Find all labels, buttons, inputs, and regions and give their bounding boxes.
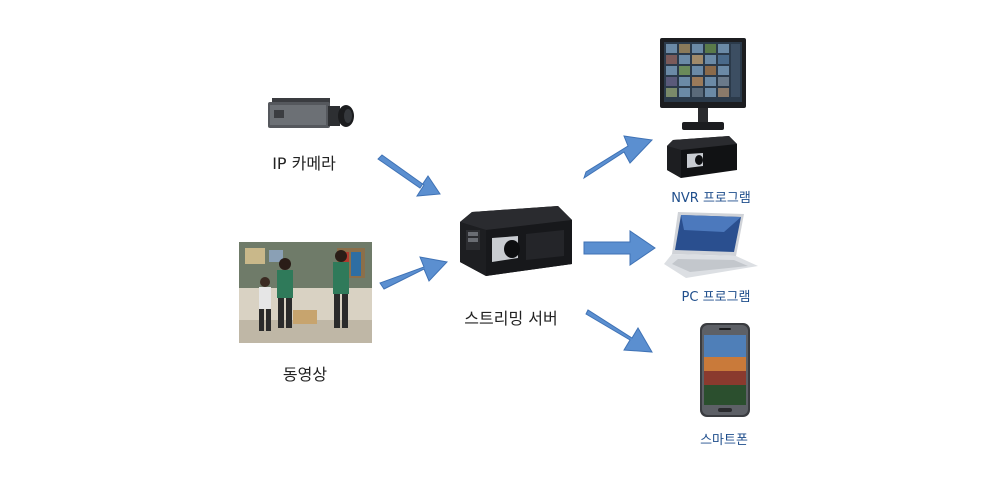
arrow-server-to-pc: [583, 230, 656, 266]
ip-camera-label: IP 카메라: [272, 154, 336, 173]
smartphone-label: 스마트폰: [700, 433, 748, 448]
streaming-server-image: [460, 206, 572, 276]
arrow-video-to-server: [379, 256, 448, 290]
ip-camera-image: [268, 98, 354, 128]
arrow-camera-to-server: [377, 154, 441, 197]
streaming-server-label: 스트리밍 서버: [464, 309, 558, 328]
nvr-monitor-image: [660, 38, 746, 130]
arrow-server-to-smartphone: [585, 309, 653, 353]
nvr-box-image: [667, 136, 737, 178]
video-thumbnail-image: [239, 242, 372, 343]
arrow-server-to-nvr: [583, 135, 654, 180]
video-label: 동영상: [282, 365, 328, 384]
laptop-image: [664, 212, 758, 278]
nvr-label: NVR 프로그램: [671, 191, 751, 206]
pc-label: PC 프로그램: [681, 290, 751, 305]
smartphone-image: [700, 323, 750, 417]
